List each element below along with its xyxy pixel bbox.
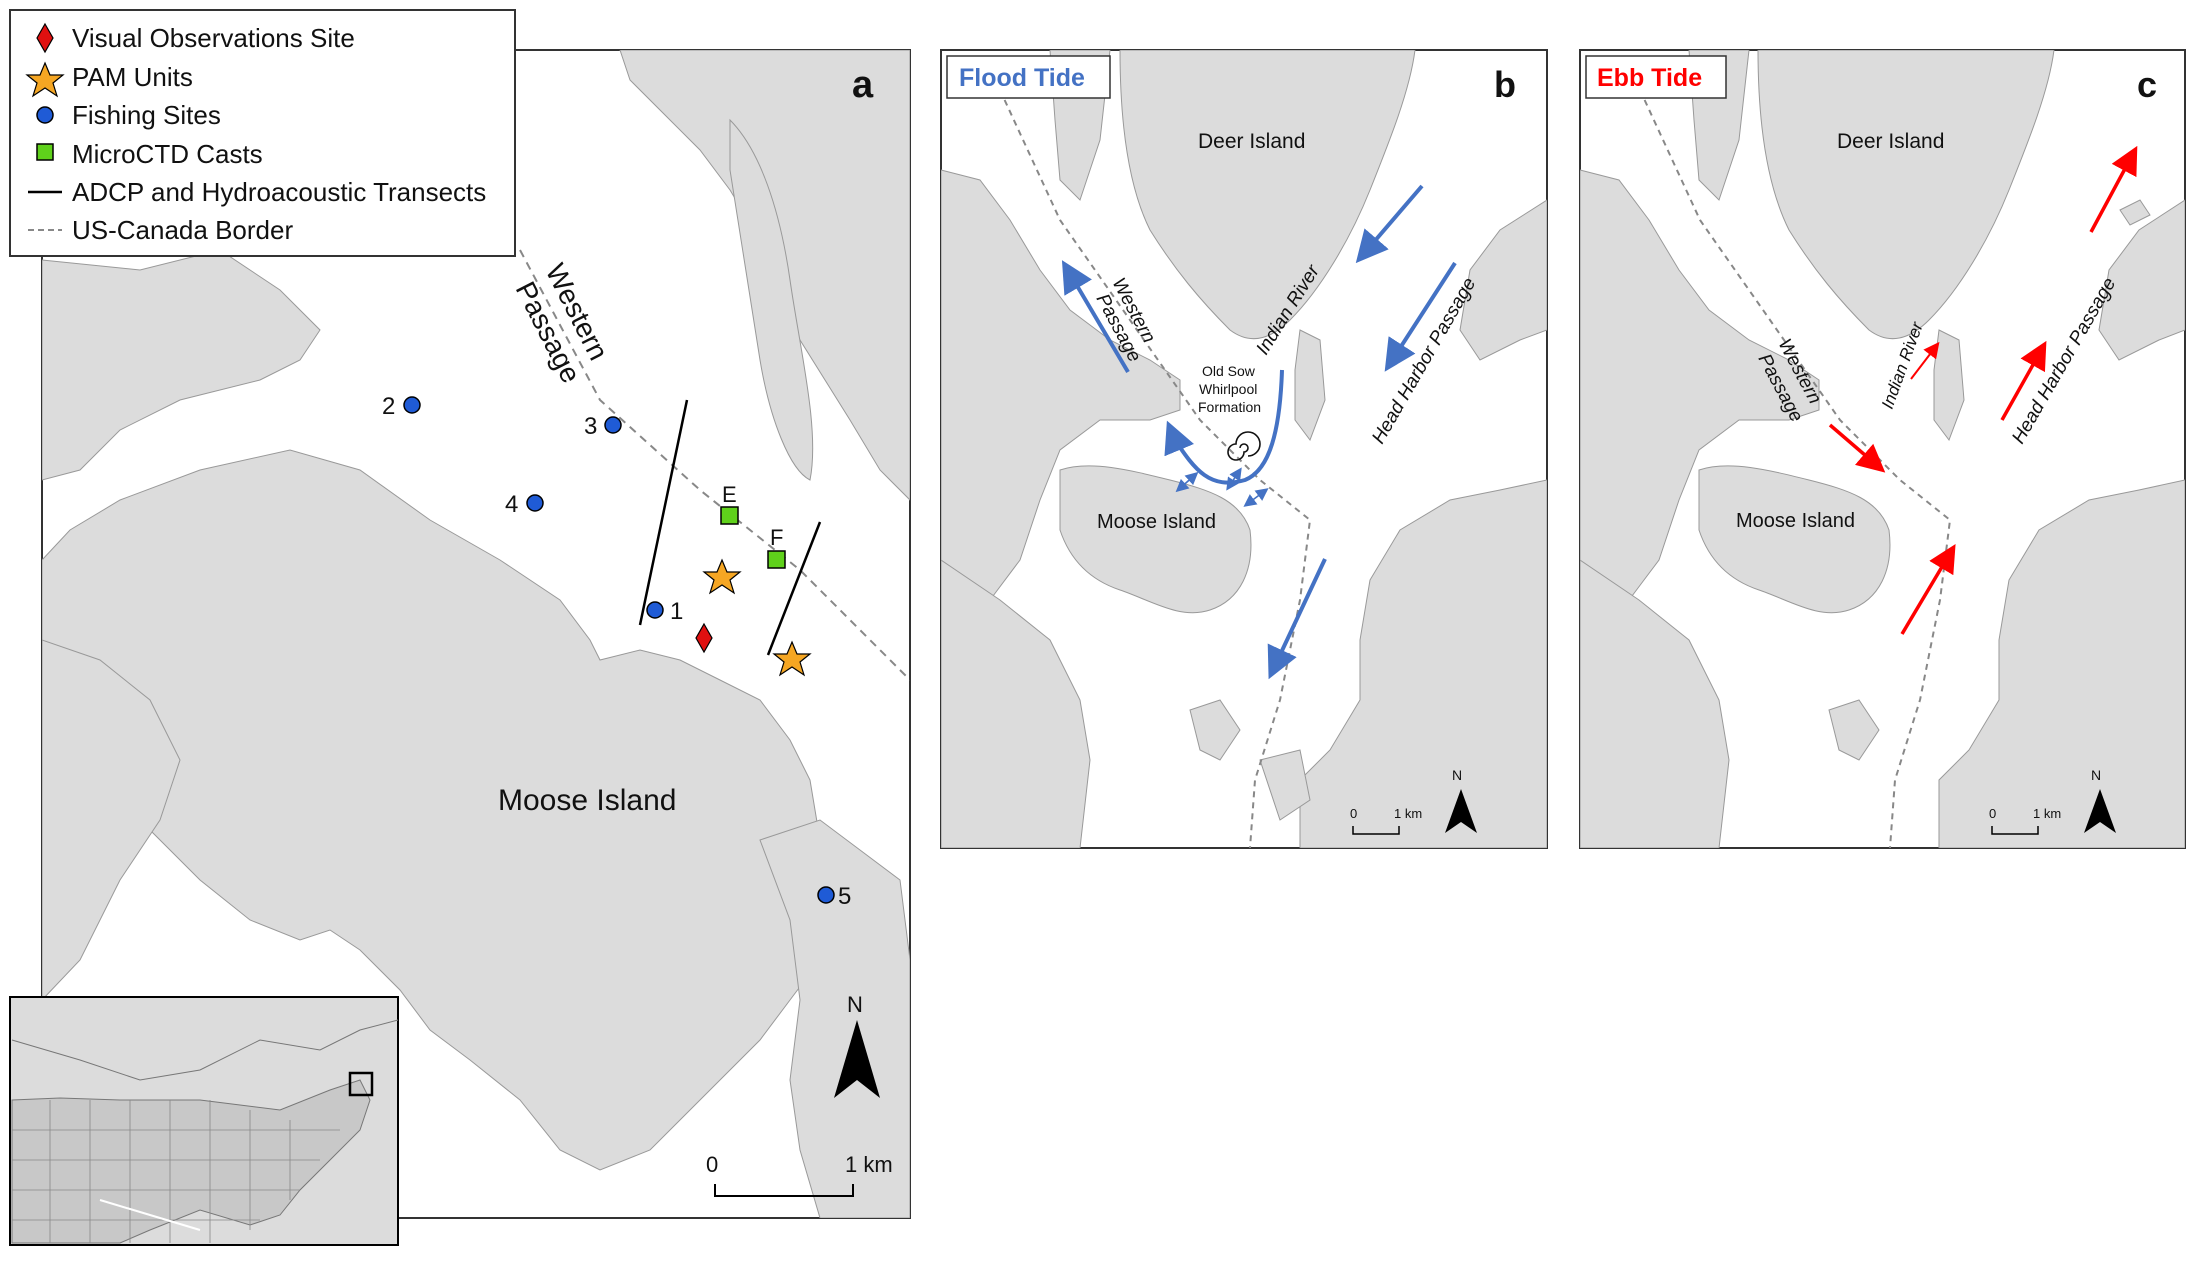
flood-curve-arrow (1164, 369, 1284, 485)
visual-obs-marker (695, 622, 713, 654)
scale-bar (1991, 826, 2039, 835)
legend-label: Fishing Sites (72, 100, 221, 130)
north-arrow-icon (834, 1020, 880, 1098)
legend-ctd-icon (36, 143, 54, 161)
ebb-arrow (2000, 340, 2047, 421)
flood-small-arrow (1226, 467, 1242, 491)
ebb-arrow (2089, 145, 2138, 233)
inset-locator-box (348, 1071, 374, 1097)
ebb-arrow (1828, 423, 1886, 473)
ctd-label: E (722, 482, 737, 507)
panel-c: Deer Island Moose Island Western Passage… (1579, 49, 2186, 849)
flood-arrow (1267, 558, 1327, 680)
north-arrow-icon (2084, 789, 2116, 833)
ebb-arrow (1910, 341, 1940, 380)
panel-b-border-line (999, 89, 1312, 848)
deer-island-label: Deer Island (1837, 130, 1944, 153)
scale-label: 1 km (2033, 806, 2061, 821)
fishing-sites: 1 2 3 4 5 (382, 393, 851, 910)
pam-unit-marker (772, 640, 812, 677)
flood-arrow (1061, 260, 1130, 374)
site-label: 2 (382, 393, 395, 420)
panel-c-land (1580, 50, 2185, 848)
ctd-marker (720, 506, 739, 525)
fishing-site-marker (604, 416, 622, 434)
panel-b: Deer Island Moose Island Western Passage… (940, 49, 1548, 849)
panel-a-land (42, 50, 910, 1218)
legend-pam-icon (25, 61, 65, 98)
moose-island-label: Moose Island (1736, 510, 1855, 532)
transect-line (766, 521, 822, 656)
legend-label: US-Canada Border (72, 215, 293, 245)
moose-island-label: Moose Island (1097, 511, 1216, 533)
scale-label: 0 (706, 1152, 718, 1177)
fishing-site-marker (646, 601, 664, 619)
tide-label-box (1585, 55, 1727, 99)
site-label: 1 (670, 598, 683, 625)
flood-small-arrow (1243, 488, 1269, 507)
scale-bar (1352, 826, 1400, 835)
legend: Visual Observations Site PAM Units Fishi… (9, 9, 516, 257)
ctd-casts: E F (720, 482, 786, 569)
site-label: 4 (505, 491, 518, 518)
panel-letter: c (2137, 64, 2157, 105)
fishing-site-marker (403, 396, 421, 414)
ctd-label: F (770, 525, 783, 550)
ebb-arrow (1900, 543, 1956, 635)
legend-fishing-icon (36, 106, 54, 124)
flood-small-arrow (1175, 471, 1199, 493)
scale-label: 1 km (845, 1152, 893, 1177)
flood-arrow (1384, 261, 1457, 372)
north-label: N (2091, 767, 2101, 783)
legend-label: Visual Observations Site (72, 23, 355, 53)
tide-label-box (946, 55, 1111, 99)
north-arrow-icon (1445, 789, 1477, 833)
scale-bar (714, 1184, 854, 1197)
panel-b-land (941, 50, 1547, 848)
flood-arrow (1355, 184, 1424, 264)
panel-letter: a (852, 64, 874, 106)
ctd-marker (767, 550, 786, 569)
inset-map (9, 996, 399, 1246)
panel-letter: b (1494, 64, 1516, 105)
scale-label: 1 km (1394, 806, 1422, 821)
tide-label: Ebb Tide (1597, 64, 1702, 92)
panel-c-border-line (1639, 89, 1952, 848)
site-label: 5 (838, 883, 851, 910)
pam-unit-marker (702, 558, 742, 595)
fishing-site-marker (817, 886, 835, 904)
legend-label: PAM Units (72, 62, 193, 92)
scale-label: 0 (1989, 806, 1996, 821)
legend-visual-obs-icon (36, 22, 54, 54)
old-sow-label: Whirlpool (1199, 381, 1257, 397)
legend-label: MicroCTD Casts (72, 139, 263, 169)
old-sow-label: Old Sow (1202, 363, 1256, 379)
tide-label: Flood Tide (959, 64, 1085, 92)
fishing-site-marker (526, 494, 544, 512)
moose-island-label: Moose Island (498, 784, 676, 817)
whirlpool-icon (1227, 431, 1261, 461)
old-sow-label: Formation (1198, 399, 1261, 415)
scale-label: 0 (1350, 806, 1357, 821)
panel-a-border-line (519, 249, 910, 681)
site-label: 3 (584, 413, 597, 440)
legend-label: ADCP and Hydroacoustic Transects (72, 177, 486, 207)
north-label: N (1452, 767, 1462, 783)
transect-line (638, 399, 689, 626)
north-label: N (847, 992, 863, 1017)
deer-island-label: Deer Island (1198, 130, 1305, 153)
